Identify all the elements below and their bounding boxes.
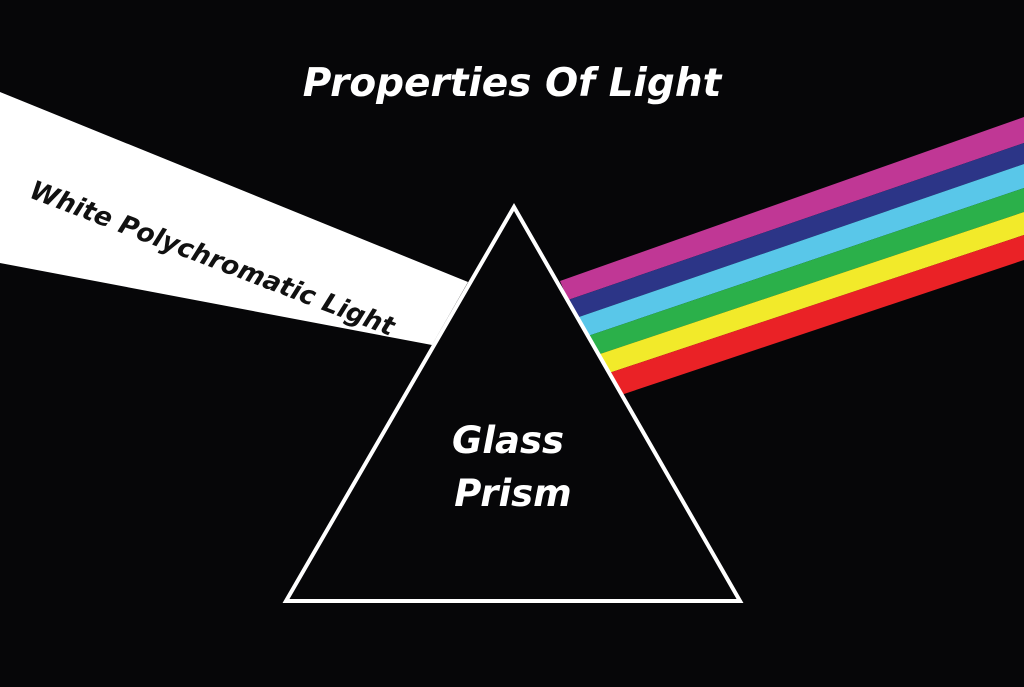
spectrum-bands [560, 117, 1024, 398]
glass-prism [282, 202, 744, 603]
spectrum-band-magenta [560, 117, 1024, 300]
spectrum-band-red [603, 235, 1024, 398]
spectrum-band-yellow [594, 212, 1024, 375]
prism-label-line-1: Glass [452, 419, 564, 462]
page-title: Properties Of Light [303, 61, 723, 106]
white-light-beam [0, 92, 468, 345]
spectrum-band-indigo [568, 143, 1024, 318]
prism-label-line-2: Prism [454, 472, 572, 515]
spectrum-band-cyan [576, 164, 1024, 337]
spectrum-band-green [585, 188, 1024, 356]
